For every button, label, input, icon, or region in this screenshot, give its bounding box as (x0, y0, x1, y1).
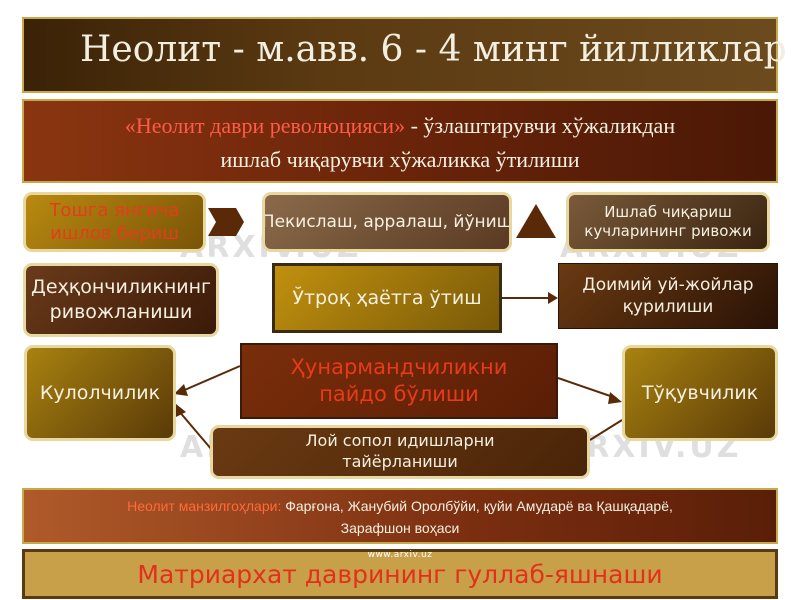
subtitle-banner: «Неолит даври революцияси» - ўзлаштирувч… (22, 99, 778, 183)
sites-label: Неолит манзилгоҳлари: (127, 498, 282, 514)
arrow-head-weaving (608, 392, 622, 404)
drilling-box: Пекислаш, арралаш, йўниш (262, 192, 512, 252)
subtitle-quote: « (124, 113, 136, 138)
connector-crafts-pottery (179, 365, 241, 393)
sites-text2: Зарафшон воҳаси (340, 520, 460, 536)
clay-line1: Лой сопол идишларни (305, 431, 495, 451)
subtitle-line2: ишлаб чиқарувчи хўжаликка ўтилиши (220, 147, 580, 172)
crafts-line1: Ҳунармандчиликни (290, 354, 508, 379)
subtitle-highlight: Неолит даври революцияси» (135, 113, 406, 138)
weaving-text: Тўқувчилик (641, 381, 759, 404)
connector-crafts-weaving (557, 377, 617, 399)
production-line2: кучларининг ривожи (584, 222, 752, 240)
subtitle-rest: - ўзлаштирувчи хўжаликдан (405, 113, 676, 138)
arrow-right-icon (208, 208, 244, 236)
drilling-text: Пекислаш, арралаш, йўниш (262, 211, 512, 232)
settled-life-box: Ўтроқ ҳаётга ўтиш (272, 263, 502, 333)
footer-text: Матриархат даврининг гуллаб-яшнаши (137, 559, 663, 589)
page-title: Неолит - м.авв. 6 - 4 минг йилликлар (80, 29, 787, 70)
farming-line2: ривожланиши (49, 301, 193, 323)
stone-line1: Тошга янгича (49, 199, 180, 221)
stone-line2: ишлов бериш (50, 223, 179, 244)
pottery-box: Кулолчилик (24, 345, 176, 441)
arrow-head-pottery (174, 384, 188, 396)
connector-clay-pottery (177, 409, 213, 451)
settled-text: Ўтроқ ҳаётга ўтиш (292, 286, 482, 309)
crafts-line2: пайдо бўлиши (319, 382, 479, 406)
site-url: www.arxiv.uz (367, 550, 433, 560)
triangle-up-icon (516, 204, 556, 238)
production-line1: Ишлаб чиқариш (604, 202, 732, 221)
pottery-text: Кулолчилик (39, 381, 161, 404)
crafts-box: Ҳунармандчиликни пайдо бўлиши (240, 343, 558, 419)
clay-line2: тайёрланиши (342, 452, 458, 471)
housing-line2: қурилиши (622, 297, 714, 317)
title-banner: Неолит - м.авв. 6 - 4 минг йилликлар (22, 17, 787, 93)
neolithic-sites-banner: Неолит манзилгоҳлари: Фарғона, Жанубий О… (22, 488, 778, 544)
footer-banner: Матриархат даврининг гуллаб-яшнаши (22, 549, 778, 599)
sites-text1: Фарғона, Жанубий Оролбўйи, қуйи Амударё … (281, 498, 673, 514)
farming-line1: Деҳқончиликнинг (30, 276, 212, 299)
connector-clay-weaving (589, 419, 623, 441)
arrow-head-settled (548, 292, 558, 304)
housing-line1: Доимий уй-жойлар (582, 274, 754, 295)
arrow-head-clay (174, 404, 186, 418)
weaving-box: Тўқувчилик (622, 345, 778, 441)
